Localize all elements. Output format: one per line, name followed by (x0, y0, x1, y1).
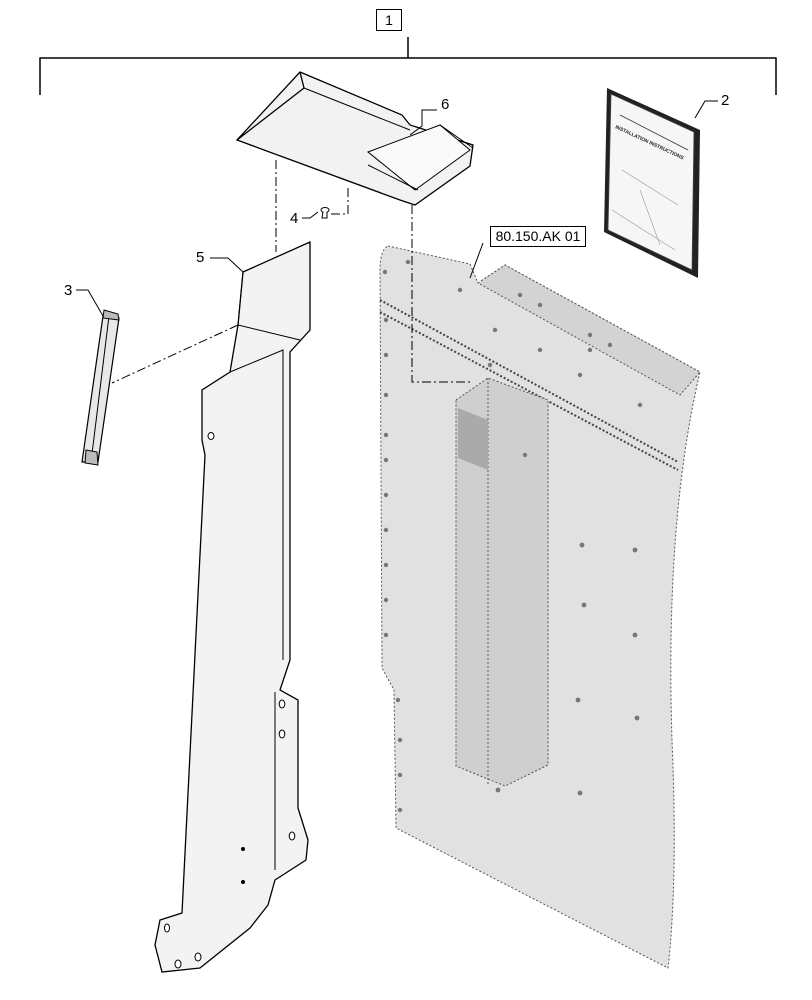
reference-label: 80.150.AK 01 (490, 226, 586, 247)
assembly-bracket (39, 37, 777, 95)
background-panel (379, 245, 701, 969)
callout-item-4: 4 (290, 210, 299, 227)
callout-item-6: 6 (441, 96, 450, 113)
seal-strip (81, 309, 120, 466)
screw (320, 207, 330, 219)
leader-lines (76, 100, 718, 317)
callout-item-3: 3 (64, 282, 73, 299)
top-tray (235, 71, 474, 206)
instruction-manual: INSTALLATION INSTRUCTIONS (604, 88, 700, 278)
callout-item-1: 1 (376, 9, 402, 31)
callout-item-2: 2 (721, 92, 730, 109)
side-cover-panel (154, 240, 311, 973)
alignment-lines (111, 160, 472, 384)
callout-item-5: 5 (196, 249, 205, 266)
